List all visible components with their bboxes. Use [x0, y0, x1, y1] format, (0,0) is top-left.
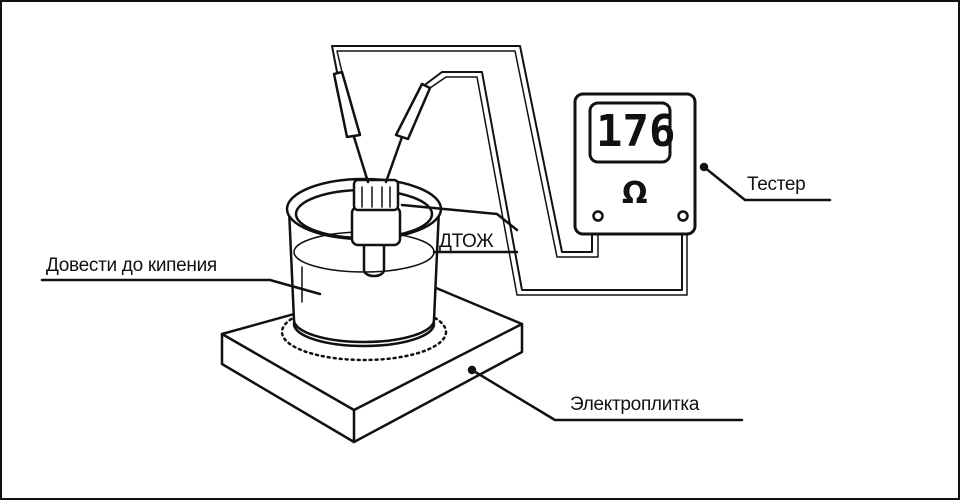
- label-boil: Довести до кипения: [46, 255, 217, 276]
- jack-right: [677, 210, 689, 222]
- jack-left: [592, 210, 604, 222]
- label-sensor: ДТОЖ: [439, 231, 494, 252]
- ohm-unit: Ω: [622, 176, 648, 211]
- temperature-sensor: [350, 178, 402, 278]
- leader-lines: [40, 162, 832, 422]
- label-tester: Тестер: [747, 174, 806, 195]
- multimeter: [573, 92, 697, 236]
- test-probes: [332, 70, 432, 184]
- label-stove: Электроплитка: [570, 394, 700, 415]
- wires: [331, 45, 688, 296]
- tester-reading: 176: [596, 106, 676, 157]
